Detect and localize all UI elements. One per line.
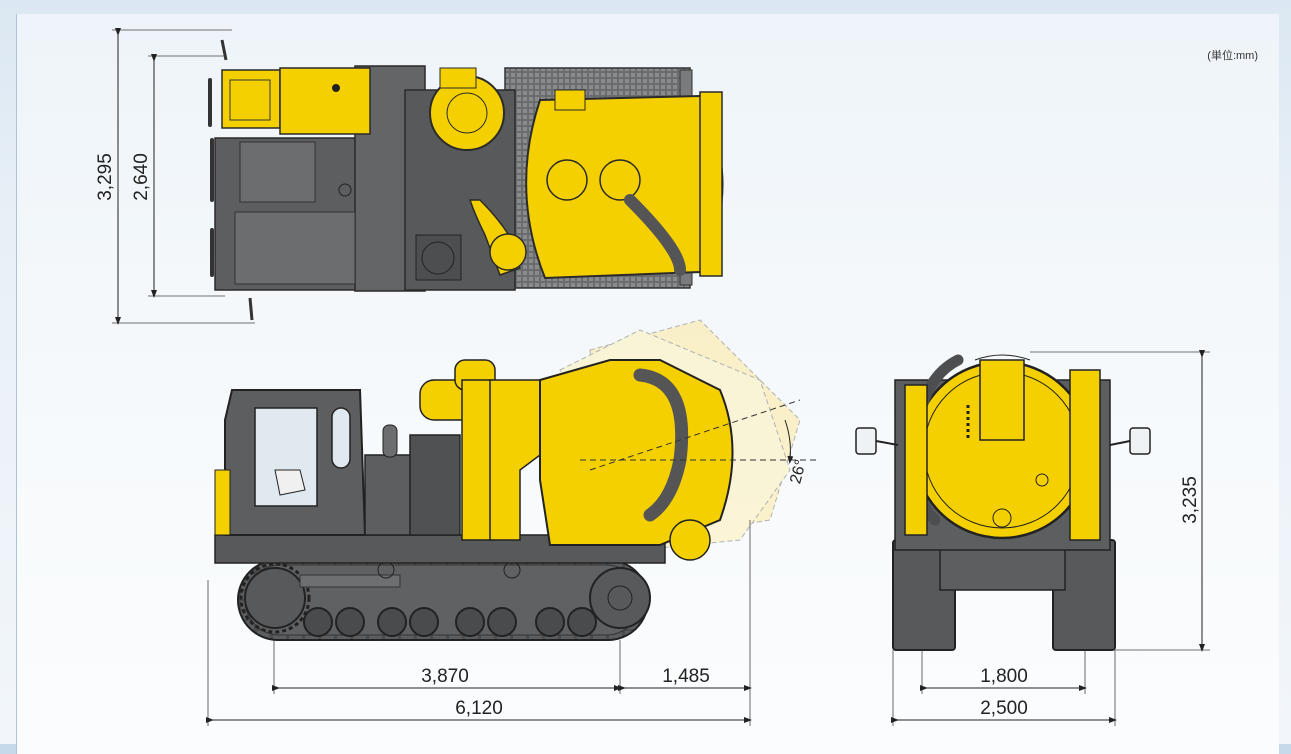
rear-right-mirror xyxy=(1129,427,1151,455)
dim-dump-angle: 26° xyxy=(787,458,810,486)
dim-side-overall-length: 6,120 xyxy=(455,698,503,719)
dim-side-tumbler-distance: 3,870 xyxy=(421,666,469,687)
road-wheels xyxy=(303,607,597,637)
rear-dimension-lines xyxy=(891,350,1210,726)
rear-left-mirror xyxy=(855,427,877,455)
side-view xyxy=(214,319,818,641)
top-view xyxy=(208,39,724,321)
top-engine-cover xyxy=(221,69,281,129)
dim-side-rear-overhang: 1,485 xyxy=(662,666,710,687)
top-tank xyxy=(525,94,724,280)
side-dimension-lines xyxy=(206,520,752,726)
dim-top-track-width: 2,640 xyxy=(131,153,152,201)
idler xyxy=(589,567,651,629)
dim-rear-track-gauge: 1,800 xyxy=(980,666,1028,687)
dim-rear-overall-width: 2,500 xyxy=(980,698,1028,719)
unit-label: (単位:mm) xyxy=(1207,48,1258,62)
side-tank xyxy=(539,359,734,546)
sprocket xyxy=(244,567,306,629)
dim-rear-height: 3,235 xyxy=(1180,476,1201,524)
dim-top-overall-width: 3,295 xyxy=(95,153,116,201)
rear-view xyxy=(855,354,1151,651)
top-dimension-lines xyxy=(112,28,255,325)
